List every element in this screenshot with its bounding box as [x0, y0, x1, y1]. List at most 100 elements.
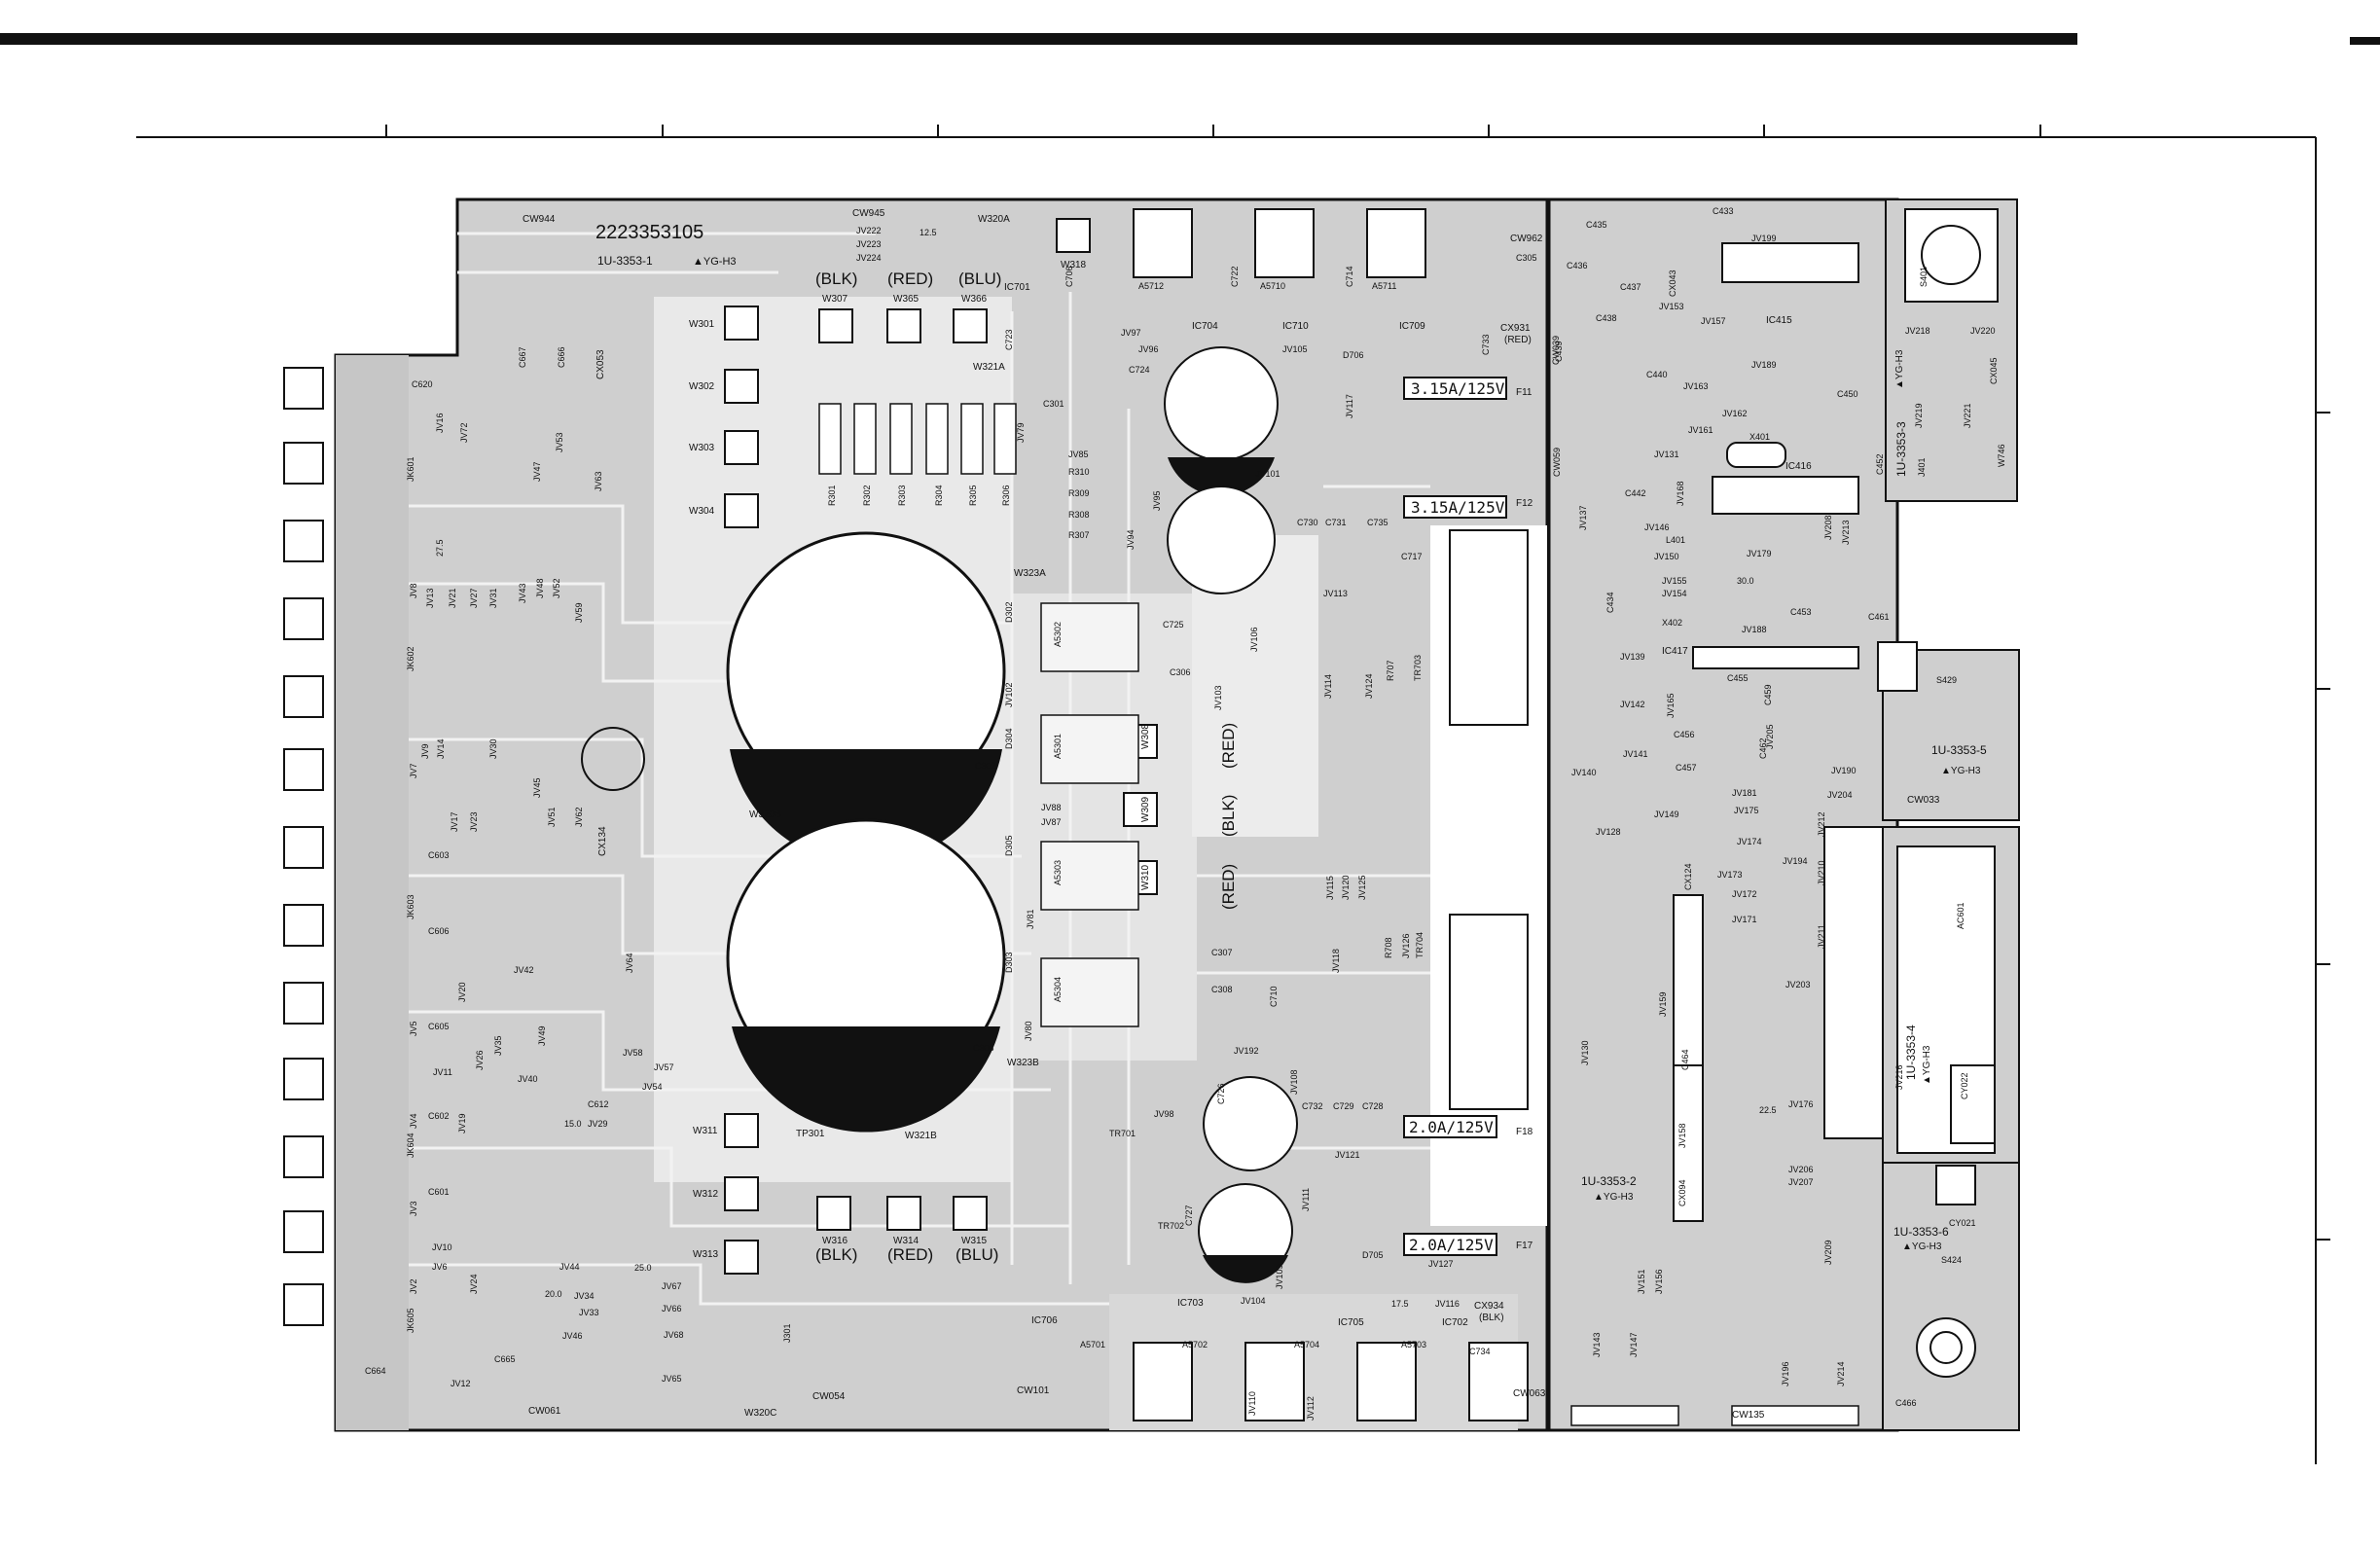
jv139: JV139 [1620, 652, 1645, 662]
heatsinks-mid [1040, 602, 1139, 1027]
sub-board-6 [1882, 1162, 2020, 1431]
jv172: JV172 [1732, 889, 1757, 899]
a5301: A5301 [1053, 734, 1063, 759]
cw033-label: CW033 [1907, 795, 1940, 806]
jv146: JV146 [1644, 522, 1670, 532]
w314: W314 [893, 1236, 920, 1246]
c434: C434 [1605, 592, 1615, 613]
jv181: JV181 [1732, 788, 1757, 798]
board-marking: ▲YG-H3 [693, 256, 737, 268]
c664: C664 [365, 1366, 386, 1376]
jv101: JV101 [1255, 469, 1280, 479]
jv-value-300: 30.0 [1737, 576, 1754, 586]
cw063-label: CW063 [1513, 1388, 1546, 1399]
jv131: JV131 [1654, 450, 1679, 459]
jv126: JV126 [1401, 933, 1411, 958]
wire-color-blu-bottom: (BLU) [956, 1245, 998, 1264]
jv43: JV43 [518, 583, 527, 603]
cx043: CX043 [1668, 270, 1677, 297]
c735: C735 [1367, 518, 1388, 527]
w323a: W323A [1014, 568, 1046, 579]
jv223: JV223 [856, 239, 882, 249]
r708: R708 [1384, 937, 1393, 958]
jv147: JV147 [1629, 1332, 1639, 1357]
jv189: JV189 [1751, 360, 1777, 370]
cw059: CW059 [1552, 448, 1562, 477]
jv218: JV218 [1905, 326, 1930, 336]
ic702: IC702 [1442, 1317, 1468, 1328]
jv63: JV63 [594, 471, 603, 491]
fuse-f12-ref: F12 [1516, 498, 1533, 509]
jv221: JV221 [1963, 403, 1972, 428]
r310: R310 [1068, 467, 1090, 477]
jv21: JV21 [448, 588, 457, 608]
jv2: JV2 [409, 1278, 418, 1294]
jv205: JV205 [1765, 724, 1775, 749]
jv192: JV192 [1234, 1046, 1259, 1056]
c727: C727 [1184, 1205, 1194, 1226]
c437: C437 [1620, 282, 1641, 292]
sub-board-2-id: 1U-3353-2 [1581, 1174, 1637, 1188]
sub-board-6-id: 1U-3353-6 [1893, 1225, 1949, 1239]
top-rule [0, 33, 2077, 45]
a5710: A5710 [1260, 281, 1285, 291]
jv31: JV31 [488, 588, 498, 608]
jv94: JV94 [1126, 529, 1136, 550]
cy021: CY021 [1949, 1218, 1976, 1228]
ic710: IC710 [1282, 321, 1309, 332]
jv117: JV117 [1345, 394, 1354, 418]
jv103: JV103 [1213, 685, 1223, 710]
jv211: JV211 [1817, 924, 1826, 949]
jv108: JV108 [1289, 1069, 1299, 1095]
wire-color-blk-mid: (BLK) [1219, 795, 1238, 837]
jv154: JV154 [1662, 589, 1687, 598]
jv214: JV214 [1836, 1361, 1846, 1386]
tr703: TR703 [1413, 655, 1423, 681]
c440: C440 [1646, 370, 1668, 379]
r307: R307 [1068, 530, 1090, 540]
jv-value-150: 15.0 [564, 1119, 582, 1129]
d304: D304 [1004, 728, 1014, 749]
jv44: JV44 [559, 1262, 580, 1272]
jv67: JV67 [662, 1281, 682, 1291]
jv57: JV57 [654, 1062, 674, 1072]
sub-board-2 [1547, 198, 1899, 1432]
cw945-label: CW945 [852, 208, 885, 219]
d303: D303 [1004, 952, 1014, 973]
w309: W309 [1140, 796, 1151, 822]
c439: C439 [1554, 341, 1564, 362]
jv-value-250: 25.0 [634, 1263, 652, 1273]
cw135-label: CW135 [1732, 1410, 1765, 1421]
cx931-note: (RED) [1504, 335, 1532, 345]
jv188: JV188 [1742, 625, 1767, 634]
r707: R707 [1386, 660, 1395, 681]
c734: C734 [1469, 1347, 1491, 1356]
wire-color-red-bottom: (RED) [887, 1245, 933, 1264]
tp301: TP301 [796, 1129, 825, 1139]
jv-value-200: 20.0 [545, 1289, 562, 1299]
r306: R306 [1001, 485, 1011, 506]
jv127: JV127 [1428, 1259, 1454, 1269]
x402: X402 [1662, 618, 1682, 628]
c733: C733 [1481, 334, 1491, 355]
wire-color-red-top: (RED) [887, 270, 933, 288]
w308: W308 [1140, 723, 1151, 749]
s401: S401 [1919, 267, 1929, 287]
resistor-bank [818, 403, 1017, 475]
sub-board-4-id: 1U-3353-4 [1904, 1025, 1918, 1080]
w320b: W320B [749, 809, 781, 820]
w312: W312 [693, 1189, 719, 1200]
jv46: JV46 [562, 1331, 583, 1341]
jv97: JV97 [1121, 328, 1141, 338]
x401: X401 [1749, 432, 1770, 442]
c706: C706 [1064, 266, 1074, 287]
jv54: JV54 [642, 1082, 663, 1092]
jv150: JV150 [1654, 552, 1679, 561]
d305: D305 [1004, 835, 1014, 856]
c302: C302 [975, 761, 996, 771]
c307: C307 [1211, 948, 1233, 957]
a5701: A5701 [1080, 1340, 1105, 1349]
wire-color-red-mid2: (RED) [1219, 864, 1238, 910]
a5702: A5702 [1182, 1340, 1208, 1349]
jv111: JV111 [1301, 1188, 1311, 1211]
